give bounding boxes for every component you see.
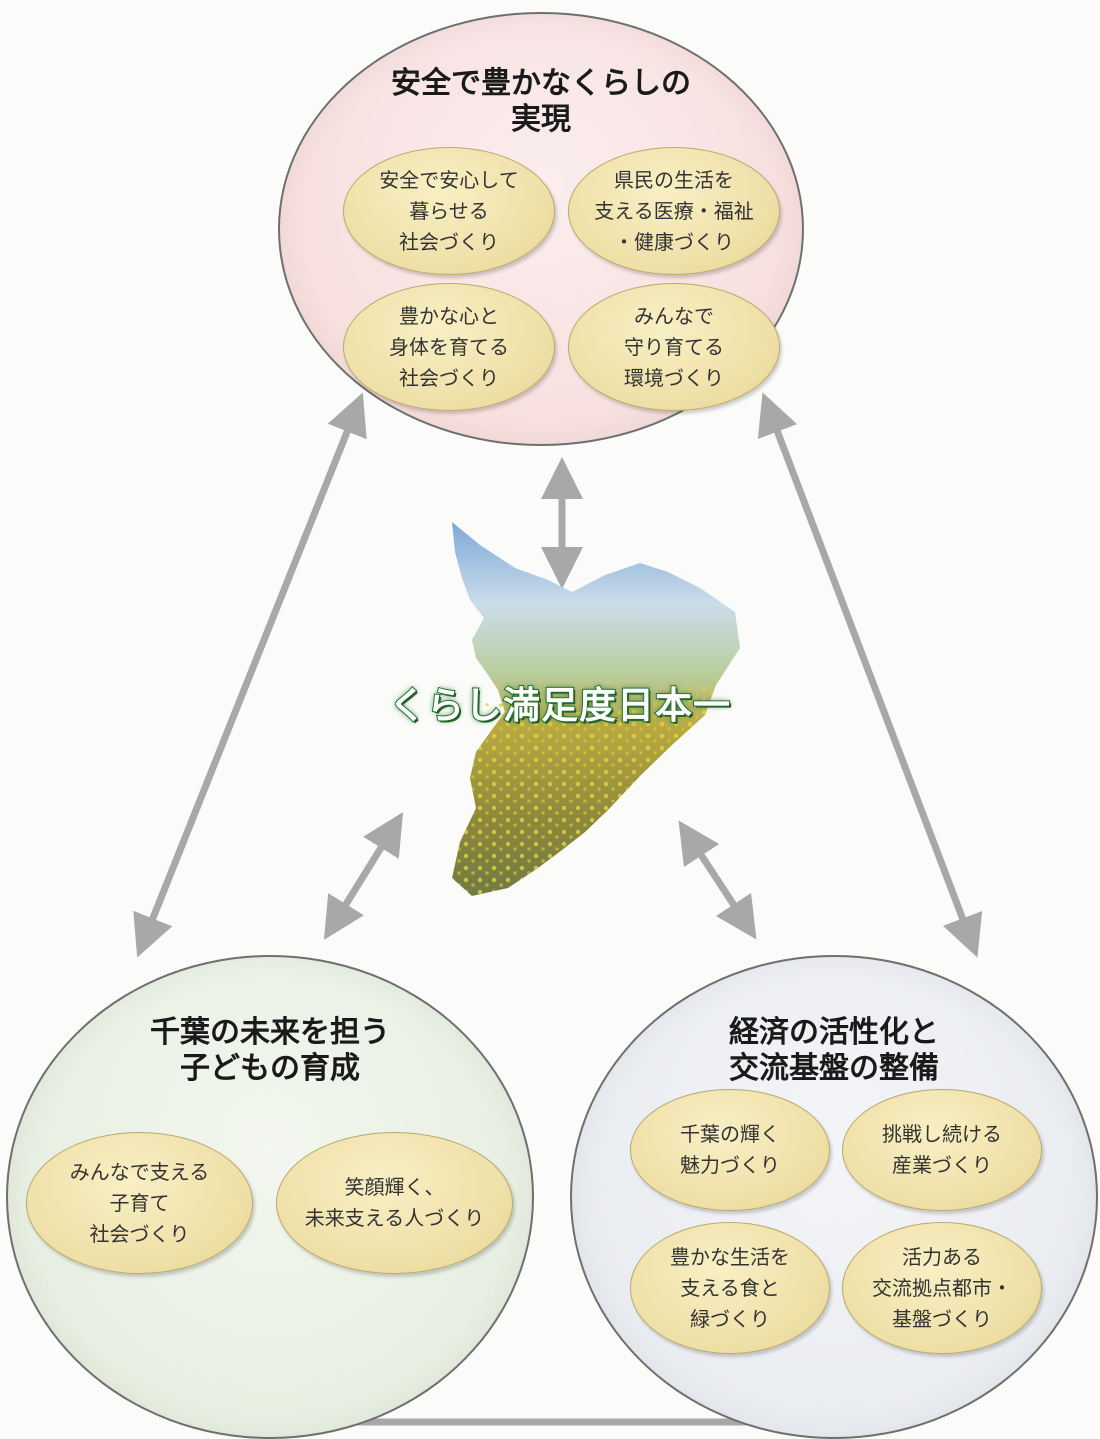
left-goal-title: 千葉の未来を担う 子どもの育成 bbox=[150, 1015, 390, 1086]
arrow-center-right bbox=[678, 820, 757, 940]
top-item-medical-welfare: 県民の生活を 支える医療・福祉 ・健康づくり bbox=[568, 147, 780, 275]
left-item-human-resources: 笑顔輝く、 未来支える人づくり bbox=[276, 1132, 513, 1274]
arrow-center-left bbox=[323, 812, 404, 940]
left-goal-circle: 千葉の未来を担う 子どもの育成 みんなで支える 子育て 社会づくり 笑顔輝く、 … bbox=[6, 955, 534, 1439]
left-item-childcare: みんなで支える 子育て 社会づくり bbox=[26, 1132, 253, 1274]
arrow-top-right bbox=[757, 392, 983, 958]
right-item-attractiveness: 千葉の輝く 魅力づくり bbox=[630, 1089, 830, 1211]
top-item-rich-mind: 豊かな心と 身体を育てる 社会づくり bbox=[343, 283, 555, 411]
top-goal-title: 安全で豊かなくらしの 実現 bbox=[391, 66, 691, 137]
top-item-environment: みんなで 守り育てる 環境づくり bbox=[568, 283, 780, 411]
top-item-safe-society: 安全で安心して 暮らせる 社会づくり bbox=[343, 147, 555, 275]
right-goal-title: 経済の活性化と 交流基盤の整備 bbox=[729, 1015, 939, 1086]
right-goal-circle: 経済の活性化と 交流基盤の整備 千葉の輝く 魅力づくり 挑戦し続ける 産業づくり… bbox=[570, 955, 1098, 1439]
right-item-food-greenery: 豊かな生活を 支える食と 緑づくり bbox=[630, 1222, 830, 1354]
center-slogan: くらし満足度日本一 bbox=[388, 683, 731, 728]
top-goal-circle: 安全で豊かなくらしの 実現 安全で安心して 暮らせる 社会づくり 県民の生活を … bbox=[278, 12, 804, 446]
right-item-infrastructure: 活力ある 交流拠点都市・ 基盤づくり bbox=[842, 1222, 1042, 1354]
arrow-top-left bbox=[133, 392, 367, 958]
right-item-industry: 挑戦し続ける 産業づくり bbox=[842, 1089, 1042, 1211]
